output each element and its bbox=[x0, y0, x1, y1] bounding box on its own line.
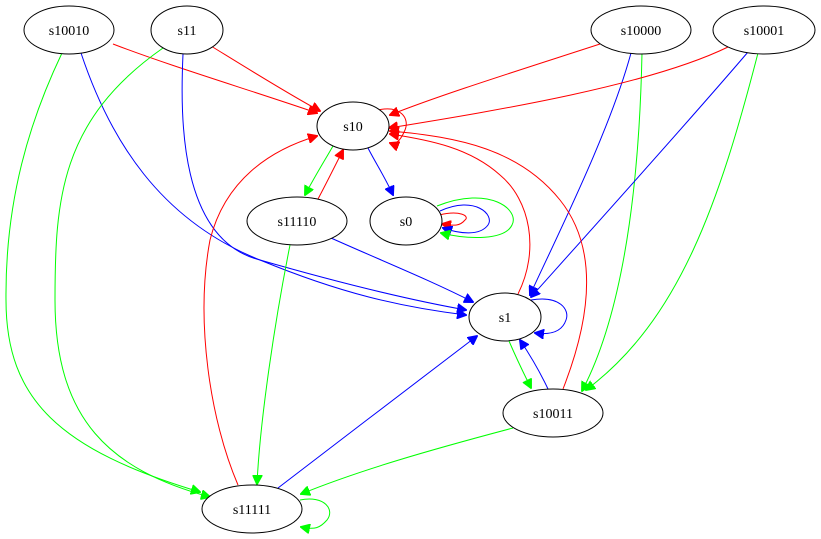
node-s1: s1 bbox=[468, 292, 542, 342]
edge-s10001-to-s1-blue bbox=[531, 51, 749, 297]
edge-s10010-to-s10-red bbox=[112, 43, 317, 113]
edge-s11-to-s1-blue bbox=[181, 53, 466, 310]
edge-s10010-to-s1-blue bbox=[80, 52, 466, 315]
node-label: s10001 bbox=[744, 24, 784, 39]
node-label: s11 bbox=[178, 24, 197, 39]
node-s11: s11 bbox=[150, 5, 224, 55]
node-s11111: s11111 bbox=[201, 484, 303, 534]
edge-s0-to-s0-blue bbox=[439, 204, 490, 233]
edge-s0-to-s0-red bbox=[438, 212, 467, 225]
edge-s1-to-s10011-green bbox=[508, 340, 531, 388]
edge-s11-to-s11111-green bbox=[54, 47, 210, 497]
edge-s0-to-s0-green bbox=[436, 197, 514, 238]
edge-s11111-to-s10-red bbox=[203, 136, 317, 486]
edge-s1-to-s1-blue bbox=[530, 298, 568, 334]
edge-s1-to-s10-red bbox=[390, 134, 531, 295]
edge-s10-to-s0-blue bbox=[367, 147, 393, 195]
edge-s11110-to-s1-blue bbox=[330, 237, 473, 302]
node-ellipse bbox=[246, 196, 348, 246]
edge-s11-to-s10-red bbox=[210, 45, 320, 111]
edge-s11110-to-s11111-green bbox=[257, 244, 291, 484]
edges-layer bbox=[5, 43, 759, 528]
node-s10010: s10010 bbox=[23, 5, 115, 55]
node-s10001: s10001 bbox=[712, 5, 816, 55]
edge-s10000-to-s10-red bbox=[390, 43, 601, 115]
node-label: s10000 bbox=[621, 24, 661, 39]
node-s11110: s11110 bbox=[246, 196, 348, 246]
node-ellipse bbox=[369, 196, 443, 246]
edge-s10000-to-s10011-green bbox=[582, 52, 643, 391]
node-label: s1 bbox=[499, 311, 511, 326]
node-ellipse bbox=[201, 484, 303, 534]
node-s0: s0 bbox=[369, 196, 443, 246]
node-s10011: s10011 bbox=[502, 388, 604, 438]
edge-s10-to-s10-red bbox=[377, 108, 407, 144]
edge-s10001-to-s10-red bbox=[389, 46, 729, 128]
edge-s11111-to-s11111-green bbox=[300, 498, 331, 528]
node-ellipse bbox=[590, 5, 692, 55]
node-label: s10011 bbox=[533, 407, 573, 422]
edge-s10001-to-s10011-green bbox=[586, 52, 759, 390]
node-ellipse bbox=[712, 5, 816, 55]
node-ellipse bbox=[23, 5, 115, 55]
edge-s10000-to-s1-blue bbox=[530, 52, 632, 295]
edge-s10011-to-s10-red bbox=[390, 131, 588, 390]
edge-s11110-to-s10-red bbox=[317, 150, 343, 200]
node-ellipse bbox=[316, 101, 390, 151]
node-label: s0 bbox=[400, 215, 412, 230]
node-label: s10 bbox=[343, 120, 362, 135]
node-s10: s10 bbox=[316, 101, 390, 151]
nodes-layer: s10010 s11 s10000 s10001 s10 s11110 s0 s1 s10011… bbox=[23, 5, 816, 534]
edge-s10010-to-s11111-green bbox=[5, 52, 200, 492]
node-ellipse bbox=[150, 5, 224, 55]
node-ellipse bbox=[502, 388, 604, 438]
node-label: s11111 bbox=[233, 503, 271, 518]
node-ellipse bbox=[468, 292, 542, 342]
edge-s10011-to-s11111-green bbox=[301, 427, 514, 494]
node-label: s10010 bbox=[49, 24, 89, 39]
edge-s10-to-s11110-green bbox=[305, 145, 334, 195]
edge-s11111-to-s1-blue bbox=[277, 336, 477, 489]
node-s10000: s10000 bbox=[590, 5, 692, 55]
node-label: s11110 bbox=[278, 215, 317, 230]
edge-s10011-to-s1-blue bbox=[520, 340, 549, 390]
